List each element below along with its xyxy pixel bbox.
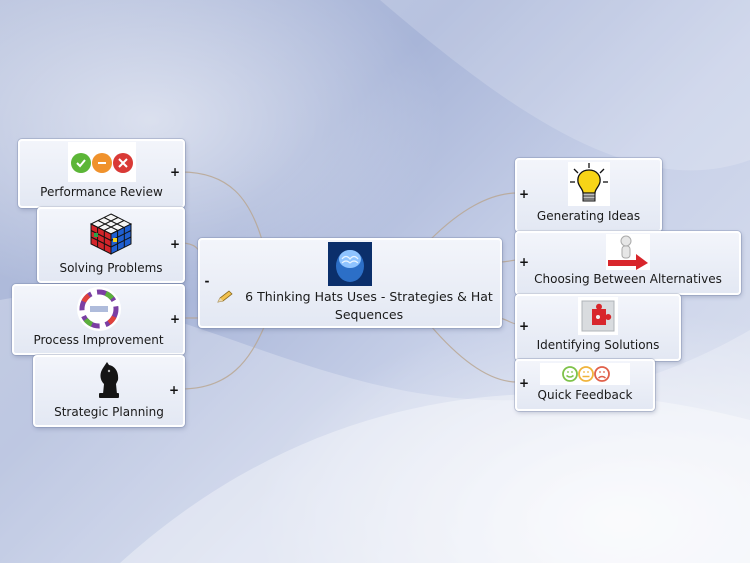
- collapse-toggle[interactable]: -: [204, 274, 210, 288]
- topic-strategic-planning[interactable]: Strategic Planning +: [33, 355, 185, 427]
- topic-label: Performance Review: [40, 185, 163, 199]
- rubiks-cube-icon: [89, 212, 133, 256]
- topic-solving-problems[interactable]: Solving Problems +: [37, 207, 185, 283]
- pencil-icon: [216, 290, 234, 304]
- smiley-faces-icon: [540, 363, 630, 385]
- process-cycle-icon: [76, 287, 121, 331]
- topic-identifying-solutions[interactable]: Identifying Solutions +: [515, 294, 681, 361]
- expand-toggle[interactable]: +: [519, 376, 530, 390]
- topic-generating-ideas[interactable]: Generating Ideas +: [515, 158, 662, 232]
- topic-label: Generating Ideas: [536, 209, 641, 223]
- connector-generating-ideas: [429, 192, 518, 241]
- expand-toggle[interactable]: +: [519, 187, 530, 201]
- topic-performance-review[interactable]: Performance Review +: [18, 139, 185, 208]
- topic-label: Identifying Solutions: [536, 338, 660, 352]
- topic-process-improvement[interactable]: Process Improvement +: [12, 284, 185, 355]
- connector-quick-feedback: [429, 324, 518, 383]
- expand-toggle[interactable]: +: [519, 319, 530, 333]
- expand-toggle[interactable]: +: [169, 383, 180, 397]
- central-title: 6 Thinking Hats Uses - Strategies & Hat …: [245, 289, 493, 322]
- topic-label: Strategic Planning: [54, 405, 164, 419]
- topic-label: Process Improvement: [33, 333, 164, 347]
- traffic-light-balls-icon: [67, 142, 136, 182]
- topic-label: Quick Feedback: [537, 388, 633, 402]
- topic-label: Solving Problems: [59, 261, 163, 275]
- expand-toggle[interactable]: +: [170, 165, 181, 179]
- expand-toggle[interactable]: +: [519, 255, 530, 269]
- connector-performance-review: [180, 171, 263, 241]
- expand-toggle[interactable]: +: [170, 237, 181, 251]
- central-topic-node[interactable]: - 6 Thinking Hats Uses - Strategies & Ha…: [198, 238, 502, 328]
- topic-label: Choosing Between Alternatives: [534, 272, 722, 286]
- puzzle-piece-icon: [578, 297, 618, 335]
- brain-head-icon: [328, 242, 372, 286]
- light-bulb-icon: [567, 162, 610, 206]
- connector-strategic-planning: [180, 324, 266, 390]
- topic-quick-feedback[interactable]: Quick Feedback +: [515, 359, 655, 411]
- figure-on-arrow-icon: [606, 234, 650, 270]
- expand-toggle[interactable]: +: [170, 312, 181, 326]
- chess-knight-icon: [94, 358, 124, 402]
- topic-choosing-between-alternatives[interactable]: Choosing Between Alternatives +: [515, 231, 741, 295]
